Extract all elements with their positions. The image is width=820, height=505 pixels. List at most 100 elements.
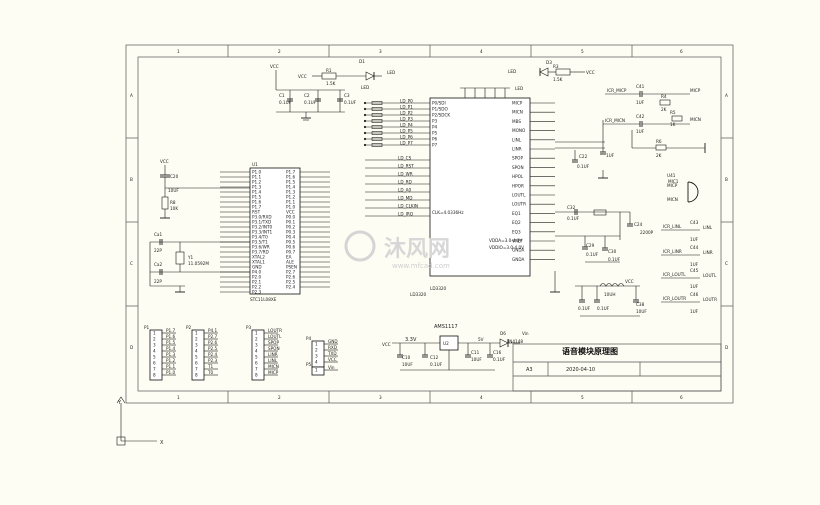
header-pin-label: LOUTR	[268, 328, 282, 333]
svg-text:VCC: VCC	[298, 74, 307, 79]
header-body	[311, 340, 325, 368]
power-regulator: AMS1117 U2 3.3V VCC 5V D6 IN4148 Vin C10…	[382, 324, 529, 371]
svg-text:LOUTL: LOUTL	[703, 273, 717, 278]
u1-right-pin-label: P0.4	[286, 235, 296, 240]
zone-columns-top: 1 2 3 4 5 6	[177, 45, 683, 57]
svg-text:LED: LED	[387, 70, 395, 75]
header-pin-number: 4	[195, 349, 198, 354]
svg-text:0.1UF: 0.1UF	[567, 216, 580, 221]
header-pin-label: P2.3	[208, 358, 218, 363]
header-pin-number: 8	[153, 373, 156, 378]
svg-text:0.1UF: 0.1UF	[279, 100, 292, 105]
mcu-u1: U1 STC11L08XE P1.0P1.1P1.2P1.3P1.4P1.5P1…	[220, 162, 330, 302]
ld-right-pin-label: LOUTR	[512, 202, 526, 207]
svg-text:LED: LED	[515, 86, 523, 91]
svg-text:R5: R5	[670, 110, 676, 115]
svg-text:22P: 22P	[154, 279, 162, 284]
svg-text:1UF: 1UF	[606, 153, 615, 158]
svg-text:1.5K: 1.5K	[553, 77, 563, 82]
header-pin-number: 7	[153, 367, 156, 372]
u1-left-pin-label: P1.7	[252, 205, 262, 210]
header-pin-label: SPON	[268, 346, 280, 351]
svg-text:0.1UF: 0.1UF	[493, 357, 506, 362]
outer-frame	[125, 44, 734, 404]
ld-right-pin-label: SPOP	[512, 156, 523, 161]
ld-linl-caps: C22 0.1UF 1UF	[555, 120, 615, 179]
header-pin-label: P1.5	[166, 340, 176, 345]
svg-text:1UF: 1UF	[636, 100, 645, 105]
svg-text:Ca2: Ca2	[154, 262, 162, 267]
svg-text:C: C	[130, 261, 133, 266]
ld3320-chip: LD3320 LD3320 CLK=4.0336Hz VDDA=3.0-4.0V…	[365, 87, 555, 297]
svg-text:10UF: 10UF	[471, 357, 482, 362]
u1-right-pin-label: P1.0	[286, 205, 296, 210]
ld-right-pin-label: HPOR	[512, 183, 524, 188]
svg-text:10UH: 10UH	[604, 292, 616, 297]
header-pin-number: 7	[195, 367, 198, 372]
u1-left-pin-label: P1.3	[252, 185, 262, 190]
header-pin-number: 6	[153, 361, 156, 366]
header-body	[191, 329, 205, 381]
svg-text:ICR_LOUTR: ICR_LOUTR	[663, 296, 686, 301]
header-ref: P3	[246, 325, 252, 330]
ld-net-label: LD_P6	[400, 135, 413, 140]
reg-part: AMS1117	[434, 324, 458, 330]
u1-right-pin-label: P2.6	[286, 275, 296, 280]
header-pin-label: T1	[207, 364, 214, 369]
ucs-y: Y	[117, 400, 122, 406]
header-pin-label: P2.4	[208, 352, 218, 357]
u1-right-pin-label: P2.7	[286, 270, 296, 275]
analog-supply: 10UH VCC 0.1UF 0.1UF C38 10UF	[550, 271, 647, 317]
header-pin-label: P1.1	[166, 364, 176, 369]
svg-text:0.1UF: 0.1UF	[344, 100, 357, 105]
header-pin-label: RXD	[328, 345, 337, 350]
svg-text:0.1UF: 0.1UF	[586, 252, 599, 257]
header-pin-number: 5	[195, 355, 198, 360]
header-pin-number: 2	[195, 337, 198, 342]
watermark: 沐风网 www.mfcad.com	[344, 230, 450, 270]
header-pin-label: P1.3	[166, 352, 176, 357]
svg-text:Vin: Vin	[522, 331, 529, 336]
svg-text:10K: 10K	[170, 206, 178, 211]
col-1: 1	[177, 49, 180, 54]
svg-text:2K: 2K	[661, 107, 667, 112]
u1-left-pin-label: P3.3/INT1	[252, 230, 273, 235]
u1-left-pin-label: GND	[252, 265, 262, 270]
led3-circuit: D3 LED R3 1.5K VCC LED	[508, 60, 595, 91]
svg-text:C41: C41	[636, 84, 645, 89]
ld-ctrl-label: LD_A0	[398, 188, 412, 193]
header-pin-number: 6	[195, 361, 198, 366]
svg-text:22P: 22P	[154, 248, 162, 253]
svg-text:CLK=4.0336Hz: CLK=4.0336Hz	[432, 210, 464, 215]
ucs-icon: Y X	[116, 396, 164, 446]
svg-text:MICN: MICN	[690, 117, 701, 122]
eq-network: C32 0.1UF C24 2200P C29 0.1UF C30 0.1UF	[555, 205, 654, 263]
svg-text:C12: C12	[430, 355, 439, 360]
svg-text:C20: C20	[170, 174, 179, 179]
u1-right-pin-label: P0.2	[286, 225, 296, 230]
svg-text:LED: LED	[361, 85, 369, 90]
svg-text:U2: U2	[443, 341, 449, 346]
u1-right-pin-label: P2.5	[286, 280, 296, 285]
ld-right-pin-label: LINR	[512, 147, 522, 152]
svg-text:A: A	[130, 93, 133, 98]
u1-right-pin-label: ALE	[286, 260, 294, 265]
svg-text:VCC: VCC	[160, 159, 169, 164]
header-pin-label: P1.4	[166, 346, 176, 351]
svg-text:10UF: 10UF	[402, 362, 413, 367]
header-pin-label: LINL	[268, 358, 278, 363]
mic-network: ICR_MICP C41 1UF MICP R4 2K ICR_MICN C42…	[603, 84, 706, 203]
ucs-x: X	[160, 440, 164, 446]
svg-text:R3: R3	[553, 64, 559, 69]
u1-left-pin-label: P2.1	[252, 280, 262, 285]
svg-text:1: 1	[177, 395, 180, 400]
ld-ctrl-label: LD_WR	[398, 172, 413, 177]
ld-net-label: LD_P1	[400, 105, 413, 110]
svg-text:VCC: VCC	[625, 279, 634, 284]
u1-right-pin-label: P0.1	[286, 220, 296, 225]
svg-text:ICR_MICP: ICR_MICP	[607, 88, 627, 93]
ld-right-pin-label: MICN	[512, 110, 523, 115]
ld-ctrl-label: LD_CS	[398, 156, 412, 161]
svg-text:D6: D6	[500, 331, 506, 336]
u1-left-pin-label: P3.7/RD	[252, 250, 269, 255]
